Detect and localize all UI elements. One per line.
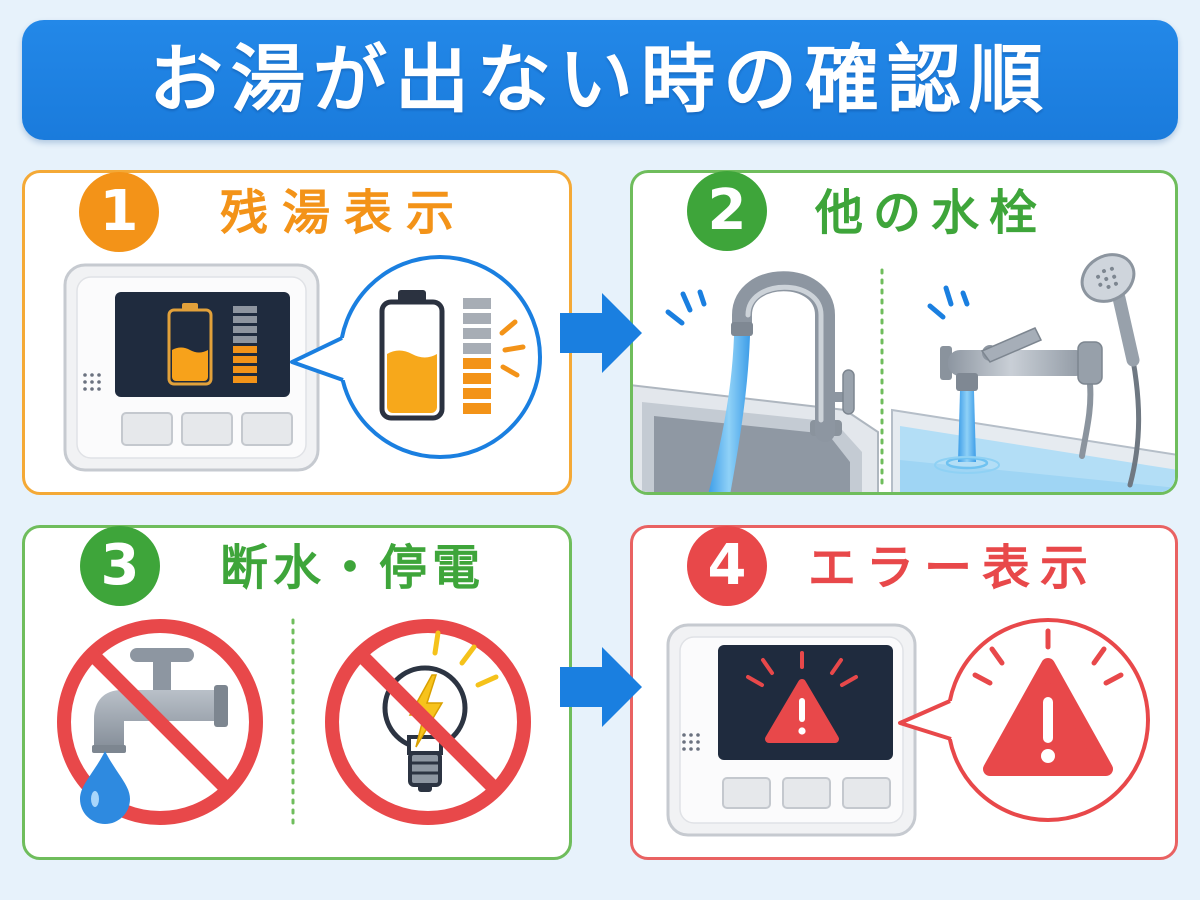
speaker-dots — [682, 733, 700, 751]
panel-buttons — [722, 777, 891, 809]
step-card-1: 1 残湯表示 — [22, 170, 572, 495]
step-label-1: 残湯表示 — [220, 185, 469, 241]
remote-panel-icon — [666, 623, 917, 837]
light-bulb-icon — [382, 630, 499, 792]
panel-buttons — [121, 412, 293, 446]
warning-icon — [746, 651, 858, 743]
step-label-3: 断水・停電 — [220, 540, 486, 596]
step-1-illustration — [25, 173, 569, 492]
step-2-illustration — [633, 173, 1175, 492]
step-label-4: エラー表示 — [808, 540, 1099, 596]
arrow-right-icon — [560, 293, 642, 373]
splash-marks — [665, 289, 707, 326]
step-card-4: 4 エラー表示 — [630, 525, 1178, 860]
title-bar: お湯が出ない時の確認順 — [22, 20, 1178, 140]
water-drop-icon — [80, 751, 130, 824]
step-card-3: 3 断水・停電 — [22, 525, 572, 860]
no-power-icon — [325, 619, 531, 825]
step-4-illustration — [633, 528, 1175, 857]
level-bars — [233, 306, 257, 383]
step-number-1: 1 — [79, 172, 159, 252]
remote-panel-icon — [63, 263, 320, 472]
kitchen-faucet-icon — [633, 271, 879, 492]
page-title: お湯が出ない時の確認順 — [149, 37, 1051, 123]
battery-icon — [167, 303, 213, 386]
arrow-right-icon — [560, 647, 642, 727]
speaker-dots — [83, 373, 101, 391]
battery-level-icon — [290, 255, 542, 459]
step-number-3: 3 — [80, 526, 160, 606]
step-label-2: 他の水栓 — [815, 185, 1048, 241]
error-warning-icon — [898, 618, 1150, 822]
step-card-2: 2 他の水栓 — [630, 170, 1178, 495]
no-water-icon — [57, 619, 263, 825]
step-number-2: 2 — [687, 171, 767, 251]
step-3-illustration — [25, 528, 569, 857]
step-number-4: 4 — [687, 526, 767, 606]
splash-marks — [927, 285, 970, 320]
bath-shower-faucet-icon — [891, 253, 1175, 492]
